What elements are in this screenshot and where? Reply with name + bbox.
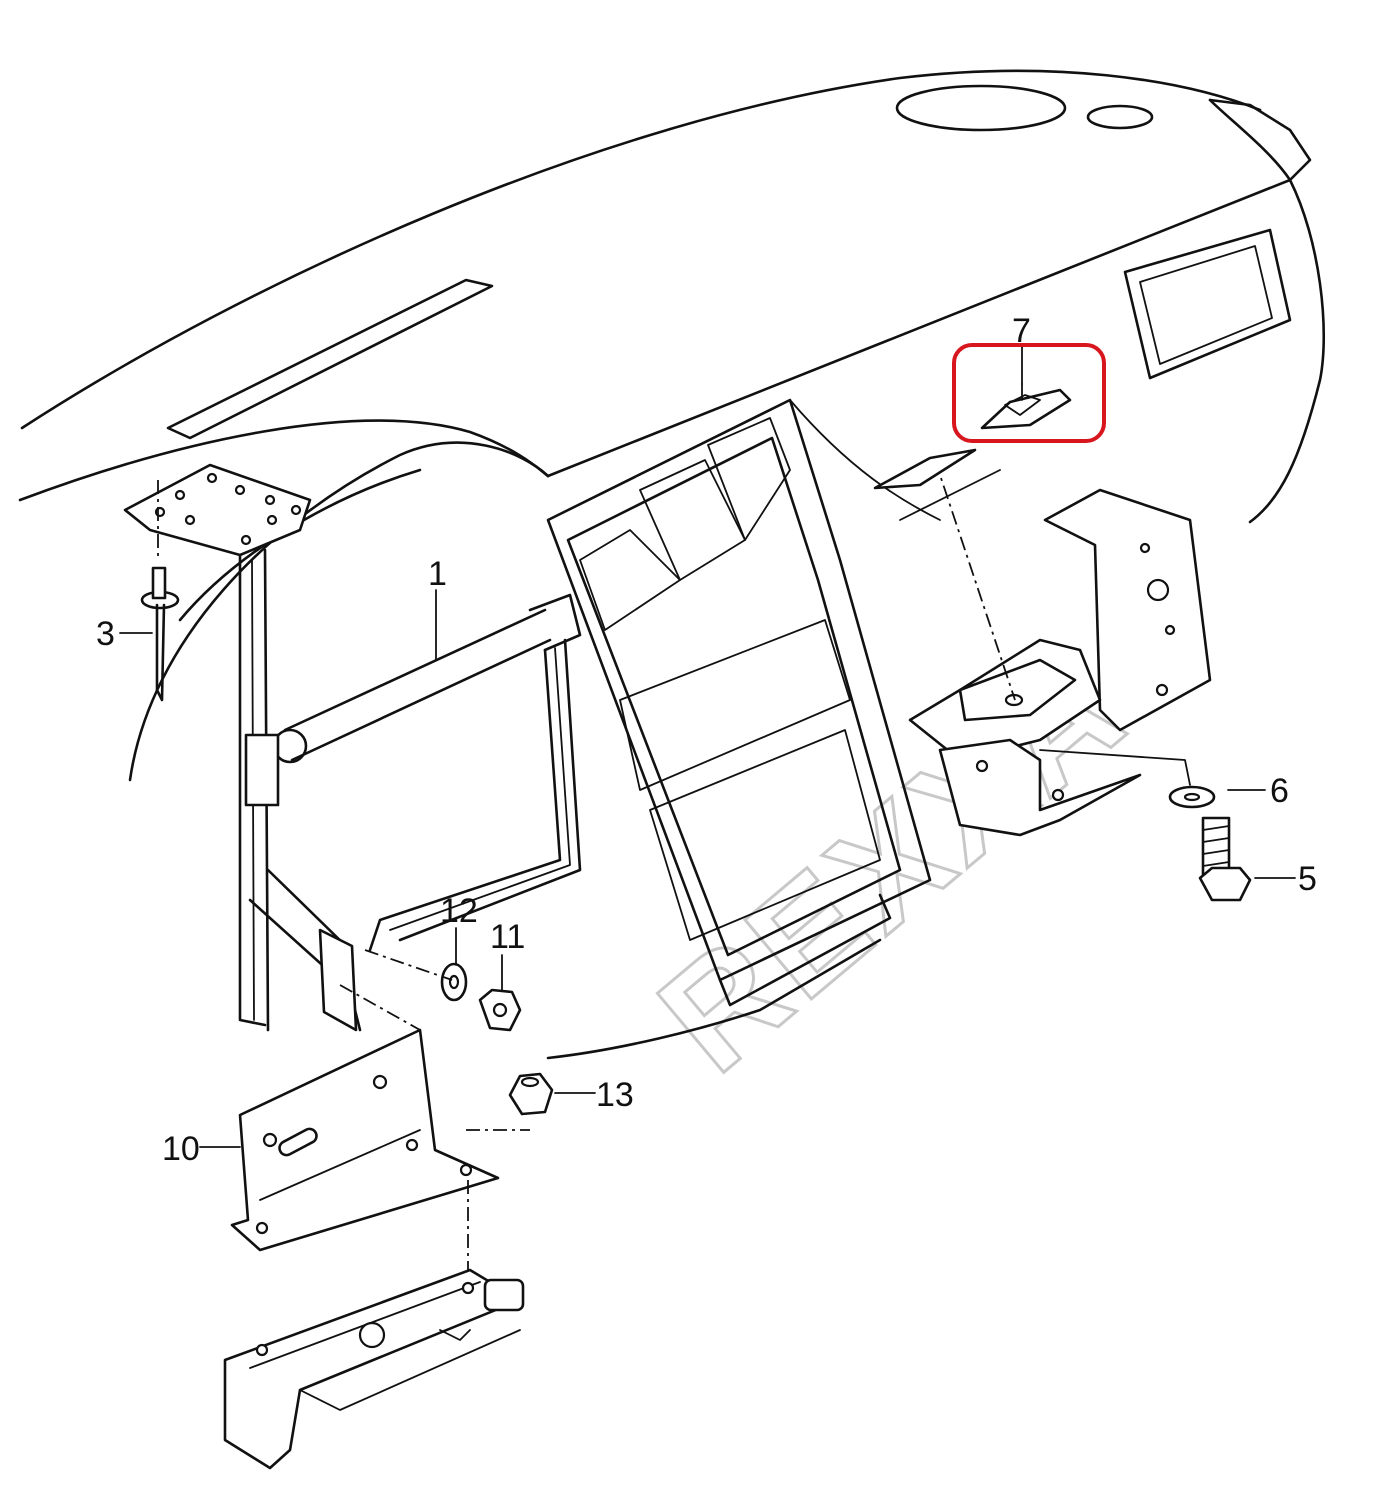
callout-12: 12	[440, 892, 478, 930]
callout-10: 10	[162, 1130, 200, 1168]
leader-lines	[119, 344, 1296, 1148]
washer-part-6	[1168, 785, 1216, 809]
rivet-part-3	[140, 566, 180, 702]
rivet-plate	[123, 463, 312, 560]
callout-5: 5	[1298, 860, 1317, 898]
bolt-part-5	[1198, 816, 1252, 902]
bracket-part-10	[230, 984, 530, 1300]
floor-bracket	[223, 1268, 525, 1470]
cross-member-tube	[238, 548, 582, 1032]
callout-3: 3	[96, 615, 115, 653]
callout-11: 11	[490, 918, 525, 956]
dashboard-panel	[18, 69, 1326, 1060]
callout-7: 7	[1012, 312, 1031, 350]
callout-13: 13	[596, 1076, 634, 1114]
callout-6: 6	[1270, 772, 1289, 810]
washer-part-12	[440, 962, 468, 1002]
highlight-box	[952, 343, 1106, 443]
callout-1: 1	[428, 555, 447, 593]
right-bracket	[873, 448, 1212, 837]
nut-part-11	[478, 988, 522, 1032]
nut-part-13	[508, 1072, 554, 1116]
clip-part-7	[980, 383, 1072, 430]
